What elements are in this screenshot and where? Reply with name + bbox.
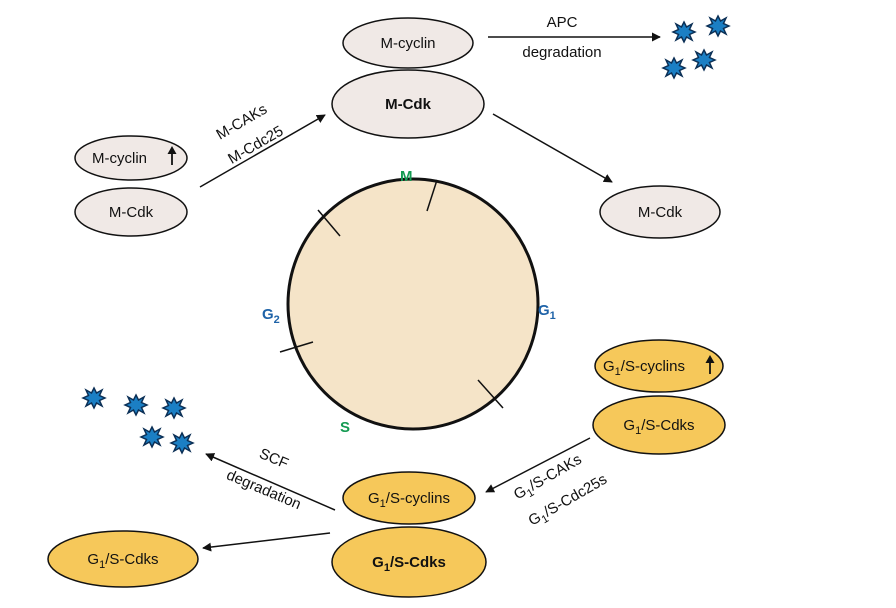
- activation-arrow-g1s: [485, 437, 591, 493]
- phase-boundary-tick: [279, 341, 314, 353]
- g1s-cdks-released-node: [47, 530, 199, 588]
- phase-boundary-tick: [426, 179, 438, 212]
- g1s-cyclins-rising-node: [594, 339, 724, 393]
- g1s-cyclins-active-node: [342, 471, 476, 525]
- degraded-protein-icon: [82, 387, 194, 454]
- g1s-cyclins-active-label: G1/S-cyclins: [368, 490, 450, 510]
- phase-label-g1: G1: [538, 302, 556, 322]
- phase-label-s: S: [340, 419, 350, 436]
- degraded-protein-icon: [662, 15, 730, 79]
- g1s-cdk-release-arrow: [202, 532, 331, 552]
- m-cyclin-active-node: [342, 17, 474, 69]
- m-cdk-active-node: [331, 69, 485, 139]
- g1s-cdks-label: G1/S-Cdks: [623, 417, 694, 437]
- phase-boundary-tick: [317, 209, 341, 237]
- m-cdk-start-label: M-Cdk: [109, 204, 154, 221]
- m-cyclin-start-label: M-cyclin: [92, 150, 147, 167]
- up-arrow-icon: [705, 355, 715, 374]
- phase-boundary-tick: [477, 379, 504, 409]
- apc-degradation-label: degradation: [522, 44, 601, 61]
- scf-degradation-label: degradation: [224, 467, 304, 514]
- m-cdk-active-label: M-Cdk: [385, 96, 431, 113]
- apc-label: APC: [547, 14, 578, 31]
- g1s-cyclins-rising-label: G1/S-cyclins: [603, 358, 685, 378]
- m-cyclin-start-node: [74, 135, 188, 181]
- g1s-cdks-active-label: G1/S-Cdks: [372, 554, 446, 574]
- scf-degradation-arrow: [205, 453, 336, 511]
- m-cdk-start-node: [74, 187, 188, 237]
- cell-cycle-circle: [286, 177, 540, 431]
- m-cdk-released-node: [599, 185, 721, 239]
- g1s-cdks-released-label: G1/S-Cdks: [87, 551, 158, 571]
- g1s-cdks-active-node: [331, 526, 487, 598]
- m-cyclin-active-label: M-cyclin: [381, 35, 436, 52]
- m-cdk-released-label: M-Cdk: [638, 204, 683, 221]
- m-cdk-release-arrow: [492, 113, 613, 183]
- g1s-cdks-node: [592, 395, 726, 455]
- activation-arrow-m: [199, 114, 326, 188]
- phase-label-g2: G2: [262, 306, 280, 326]
- phase-label-m: M: [400, 168, 413, 185]
- scf-label: SCF: [257, 445, 291, 472]
- up-arrow-icon: [167, 146, 177, 165]
